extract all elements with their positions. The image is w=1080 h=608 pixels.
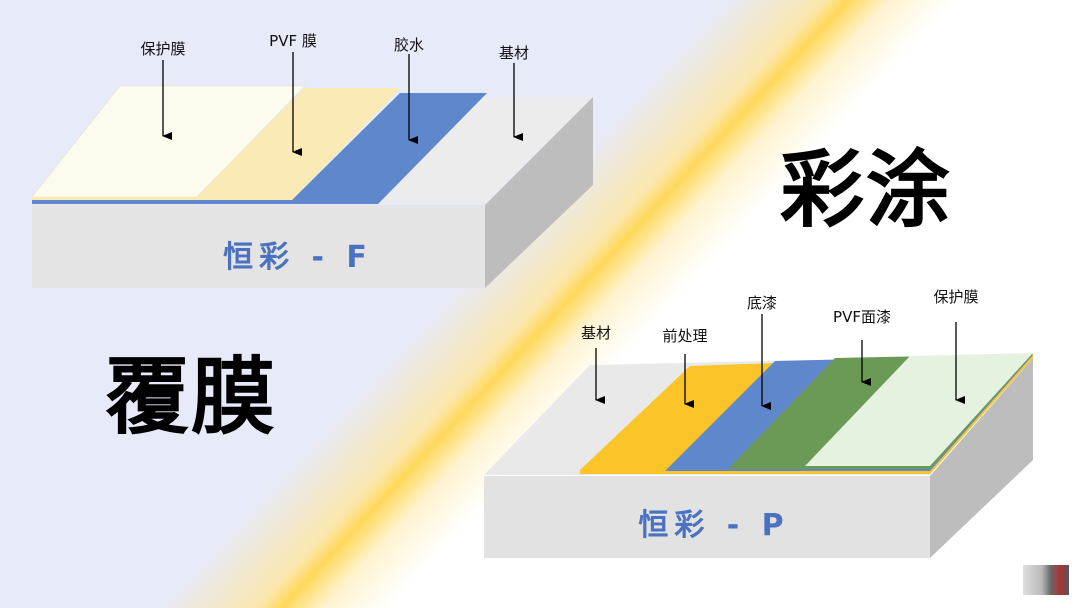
label-glue: 胶水 bbox=[393, 36, 425, 54]
thumbnail-image bbox=[1023, 565, 1069, 595]
label-primer: 底漆 bbox=[746, 294, 778, 312]
base-side bbox=[930, 358, 1033, 558]
title-color-coating: 彩涂 bbox=[780, 141, 953, 239]
diagram-f bbox=[31, 52, 593, 288]
product-label-f: 恒彩 - F bbox=[223, 240, 373, 275]
pvf-layer bbox=[32, 88, 400, 200]
base-front bbox=[484, 476, 930, 558]
label-pretreatment: 前处理 bbox=[662, 327, 708, 345]
glue-layer bbox=[32, 93, 487, 204]
protective-layer bbox=[31, 85, 306, 198]
label-protective-film: 保护膜 bbox=[140, 40, 186, 58]
product-label-p: 恒彩 - P bbox=[638, 508, 790, 543]
label-base: 基材 bbox=[580, 324, 612, 342]
label-pvf-film: PVF 膜 bbox=[269, 32, 317, 50]
title-film-lamination: 覆膜 bbox=[105, 348, 278, 446]
protective-layer bbox=[805, 353, 1033, 466]
label-pvf-topcoat: PVF面漆 bbox=[833, 308, 891, 326]
label-base: 基材 bbox=[498, 44, 530, 62]
diagram-p bbox=[484, 314, 1033, 558]
label-protective-film: 保护膜 bbox=[933, 288, 979, 306]
base-front bbox=[32, 205, 485, 288]
base-side bbox=[485, 97, 593, 288]
